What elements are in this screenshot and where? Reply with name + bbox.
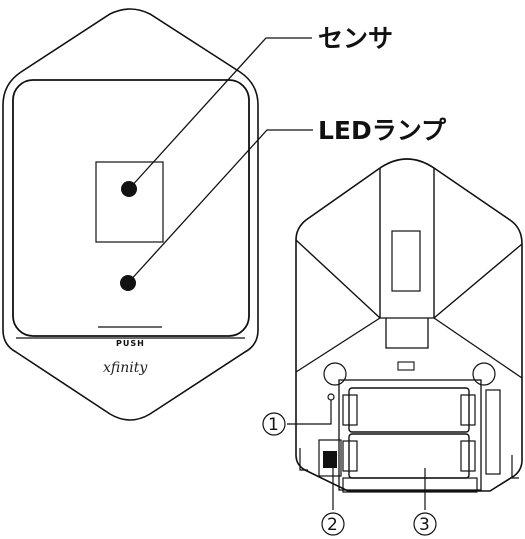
sensor-leader-line: [128, 37, 312, 190]
callout-2: 2: [321, 512, 345, 536]
push-label: PUSH: [116, 339, 145, 348]
screw-boss-left: [323, 362, 347, 386]
front-face-panel: [12, 79, 250, 337]
front-leader-lines: [127, 37, 313, 284]
brand-logo: xfinity: [103, 360, 148, 376]
compartment-tab: [385, 318, 429, 349]
callout-3: 3: [413, 512, 437, 536]
tamper-switch: [323, 451, 337, 468]
tamper-switch-housing: [318, 439, 342, 477]
battery-top: [348, 387, 470, 433]
side-clip-right: [511, 455, 519, 479]
front-view: [2, 8, 259, 421]
battery-bottom-terminal-right: [460, 440, 476, 472]
indicator-hole: [327, 393, 335, 401]
sensor-label: センサ: [318, 24, 393, 53]
led-leader-line: [127, 129, 313, 284]
side-clip-left: [299, 448, 308, 471]
back-view: [295, 158, 523, 493]
callout-2-circle: [321, 512, 345, 536]
callout-1-leader: [287, 400, 332, 425]
back-outer-body: [295, 158, 523, 492]
callout-2-number: 2: [327, 515, 338, 535]
battery-bottom: [348, 433, 470, 479]
side-slot-right: [485, 389, 501, 475]
battery-top-terminal-left: [342, 394, 358, 426]
led-lamp-label: LEDランプ: [318, 116, 447, 145]
back-top-housing: [295, 168, 523, 319]
screw-boss-right: [472, 362, 496, 386]
callout-1: 1: [262, 412, 286, 436]
back-leader-lines: [287, 400, 426, 510]
callout-1-number: 1: [268, 415, 279, 435]
battery-top-terminal-right: [460, 394, 476, 426]
battery-bottom-terminal-left: [342, 440, 358, 472]
compartment-slot: [397, 361, 415, 371]
callout-3-number: 3: [419, 515, 430, 535]
callout-1-circle: [262, 412, 286, 436]
compartment-recess: [295, 317, 523, 379]
callout-3-circle: [413, 512, 437, 536]
back-top-window: [391, 230, 421, 292]
sensor-window: [95, 161, 164, 243]
front-outer-body: [2, 8, 259, 421]
battery-compartment: [338, 379, 482, 491]
